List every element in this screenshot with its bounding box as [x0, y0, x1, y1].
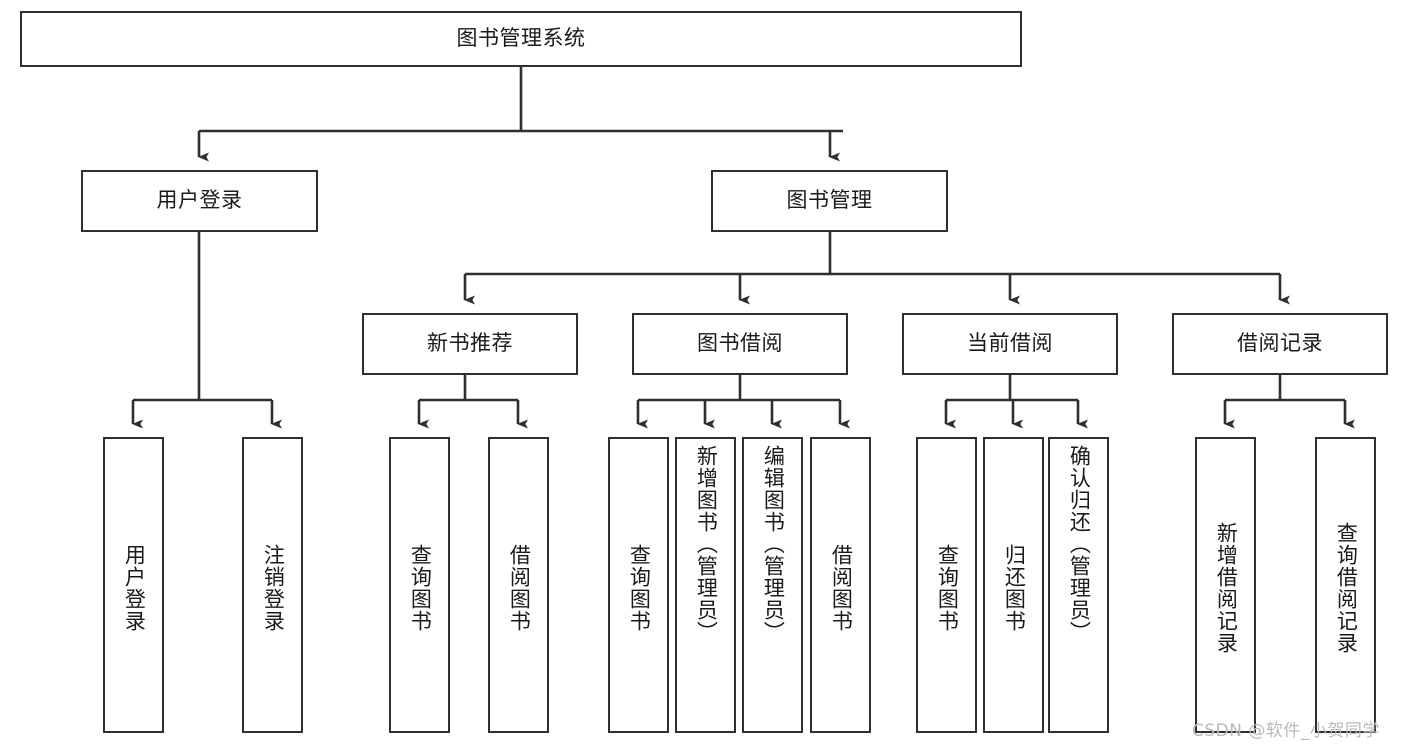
node-leaf-query-book-borrow[interactable]: 查询图书 — [608, 437, 669, 733]
node-leaf-return-book-label: 归还图书 — [1002, 544, 1027, 632]
node-leaf-confirm-return-label: 确认归还（管理员） — [1067, 445, 1092, 643]
edge-newbookrec-to-leaves — [417, 375, 528, 429]
node-leaf-return-book[interactable]: 归还图书 — [983, 437, 1044, 733]
node-user-login-label: 用户登录 — [156, 188, 243, 213]
edge-bookmanage-to-level3 — [463, 232, 1290, 305]
edge-root-to-level2 — [197, 67, 843, 162]
node-leaf-borrow-book-rec[interactable]: 借阅图书 — [488, 437, 549, 733]
node-leaf-query-record-label: 查询借阅记录 — [1334, 522, 1359, 654]
node-leaf-confirm-return[interactable]: 确认归还（管理员） — [1048, 437, 1109, 733]
node-leaf-query-book-cur[interactable]: 查询图书 — [916, 437, 977, 733]
node-leaf-user-login-label: 用户登录 — [122, 544, 147, 632]
node-leaf-query-book-rec-label: 查询图书 — [408, 544, 433, 632]
node-leaf-query-record[interactable]: 查询借阅记录 — [1315, 437, 1376, 733]
edge-bookborrow-to-leaves — [636, 375, 850, 429]
node-leaf-borrow-book-label: 借阅图书 — [829, 544, 854, 632]
node-leaf-add-book[interactable]: 新增图书（管理员） — [675, 437, 736, 733]
node-book-manage-label: 图书管理 — [786, 188, 873, 213]
node-leaf-add-book-label: 新增图书（管理员） — [694, 445, 719, 643]
node-book-manage[interactable]: 图书管理 — [711, 170, 948, 232]
node-leaf-query-book-rec[interactable]: 查询图书 — [389, 437, 450, 733]
edge-currentborrow-to-leaves — [944, 375, 1088, 429]
node-leaf-borrow-book-rec-label: 借阅图书 — [507, 544, 532, 632]
node-current-borrow[interactable]: 当前借阅 — [902, 313, 1118, 375]
node-new-book-rec[interactable]: 新书推荐 — [362, 313, 578, 375]
node-current-borrow-label: 当前借阅 — [967, 331, 1053, 356]
node-leaf-borrow-book[interactable]: 借阅图书 — [810, 437, 871, 733]
node-book-borrow-label: 图书借阅 — [697, 331, 783, 356]
node-borrow-record[interactable]: 借阅记录 — [1172, 313, 1388, 375]
node-leaf-query-book-borrow-label: 查询图书 — [627, 544, 652, 632]
edge-userlogin-to-leaves — [131, 232, 282, 429]
node-root-label: 图书管理系统 — [456, 26, 586, 51]
node-borrow-record-label: 借阅记录 — [1237, 331, 1323, 356]
node-leaf-user-login[interactable]: 用户登录 — [103, 437, 164, 733]
node-leaf-add-record-label: 新增借阅记录 — [1214, 522, 1239, 654]
node-new-book-rec-label: 新书推荐 — [427, 331, 513, 356]
node-leaf-edit-book[interactable]: 编辑图书（管理员） — [742, 437, 803, 733]
node-leaf-add-record[interactable]: 新增借阅记录 — [1195, 437, 1256, 733]
csdn-watermark: CSDN @软件_小贺同学 — [1192, 721, 1380, 741]
node-user-login[interactable]: 用户登录 — [81, 170, 318, 232]
node-leaf-logout-label: 注销登录 — [261, 544, 286, 632]
node-book-borrow[interactable]: 图书借阅 — [632, 313, 848, 375]
node-leaf-query-book-cur-label: 查询图书 — [935, 544, 960, 632]
edge-borrowrecord-to-leaves — [1223, 375, 1355, 429]
node-leaf-logout[interactable]: 注销登录 — [242, 437, 303, 733]
node-root[interactable]: 图书管理系统 — [20, 11, 1022, 67]
node-leaf-edit-book-label: 编辑图书（管理员） — [761, 445, 786, 643]
